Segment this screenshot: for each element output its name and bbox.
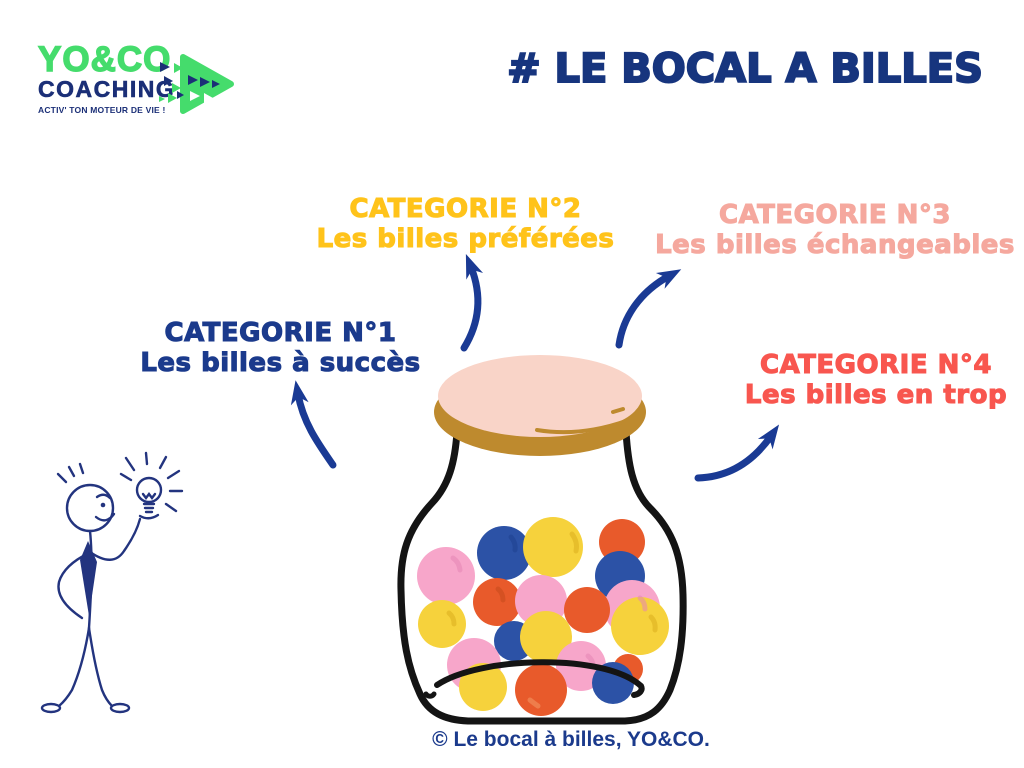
hair-stroke <box>78 462 85 475</box>
figure-eyebrow <box>95 493 112 500</box>
figure-right-arm <box>88 517 142 561</box>
jar-inner-bottom-arc <box>434 659 645 698</box>
hair-stroke <box>67 465 76 478</box>
light-bulb-icon <box>119 451 184 520</box>
brand-logo: YO&CO COACHING ACTIV' TON MOTEUR DE VIE … <box>37 40 248 126</box>
marble <box>564 587 610 633</box>
logo-brand-text: YO&CO <box>37 40 172 79</box>
jar-arc-tick <box>423 691 437 699</box>
category-1-title: CATEGORIE N°1 <box>164 317 397 348</box>
arrow-to-category-1 <box>290 380 337 469</box>
lid-highlight-dash <box>611 407 625 414</box>
category-2-subtitle: Les billes préférées <box>316 224 615 255</box>
marble-jar <box>397 355 687 725</box>
hair-stroke <box>56 472 68 484</box>
category-2-label: CATEGORIE N°2 Les billes préférées <box>298 193 633 255</box>
category-1-label: CATEGORIE N°1 Les billes à succès <box>113 317 448 379</box>
figure-head <box>65 483 115 533</box>
marble <box>523 517 583 577</box>
marble <box>611 597 669 655</box>
marble <box>520 611 572 663</box>
figure-left-arm <box>57 551 91 620</box>
arrow-to-category-4 <box>694 424 780 482</box>
jar-outline <box>397 428 687 725</box>
marble <box>459 663 507 711</box>
lid-highlight <box>535 419 628 435</box>
category-3-title: CATEGORIE N°3 <box>718 199 951 230</box>
figure-smile <box>94 512 116 522</box>
copyright-text: © Le bocal à billes, YO&CO. <box>432 728 710 751</box>
marble <box>515 664 567 716</box>
category-3-subtitle: Les billes échangeables <box>655 230 1015 261</box>
marble-highlights <box>446 531 658 709</box>
marble <box>473 578 521 626</box>
category-2-title: CATEGORIE N°2 <box>349 193 582 224</box>
page-title: # LE BOCAL A BILLES <box>506 46 984 92</box>
category-3-label: CATEGORIE N°3 Les billes échangeables <box>646 199 1024 261</box>
stick-figure <box>40 451 184 714</box>
arrow-to-category-2 <box>460 253 484 352</box>
marble <box>418 600 466 648</box>
figure-left-foot <box>40 702 62 714</box>
marble <box>417 547 475 605</box>
arrow-to-category-3 <box>615 269 682 349</box>
figure-tie <box>80 541 97 616</box>
category-1-subtitle: Les billes à succès <box>140 348 421 379</box>
category-4-subtitle: Les billes en trop <box>744 380 1008 411</box>
marbles <box>417 517 669 716</box>
logo-coaching-text: COACHING <box>38 76 176 102</box>
figure-left-leg <box>57 626 91 708</box>
figure-right-foot <box>109 702 131 714</box>
category-4-label: CATEGORIE N°4 Les billes en trop <box>715 349 1024 411</box>
marble <box>477 526 531 580</box>
logo-triangles-icon <box>159 54 234 114</box>
category-4-title: CATEGORIE N°4 <box>759 349 992 380</box>
figure-eye <box>100 502 106 508</box>
jar-lid <box>434 355 646 456</box>
logo-tagline-text: ACTIV' TON MOTEUR DE VIE ! <box>38 105 166 116</box>
figure-right-leg <box>87 626 114 708</box>
